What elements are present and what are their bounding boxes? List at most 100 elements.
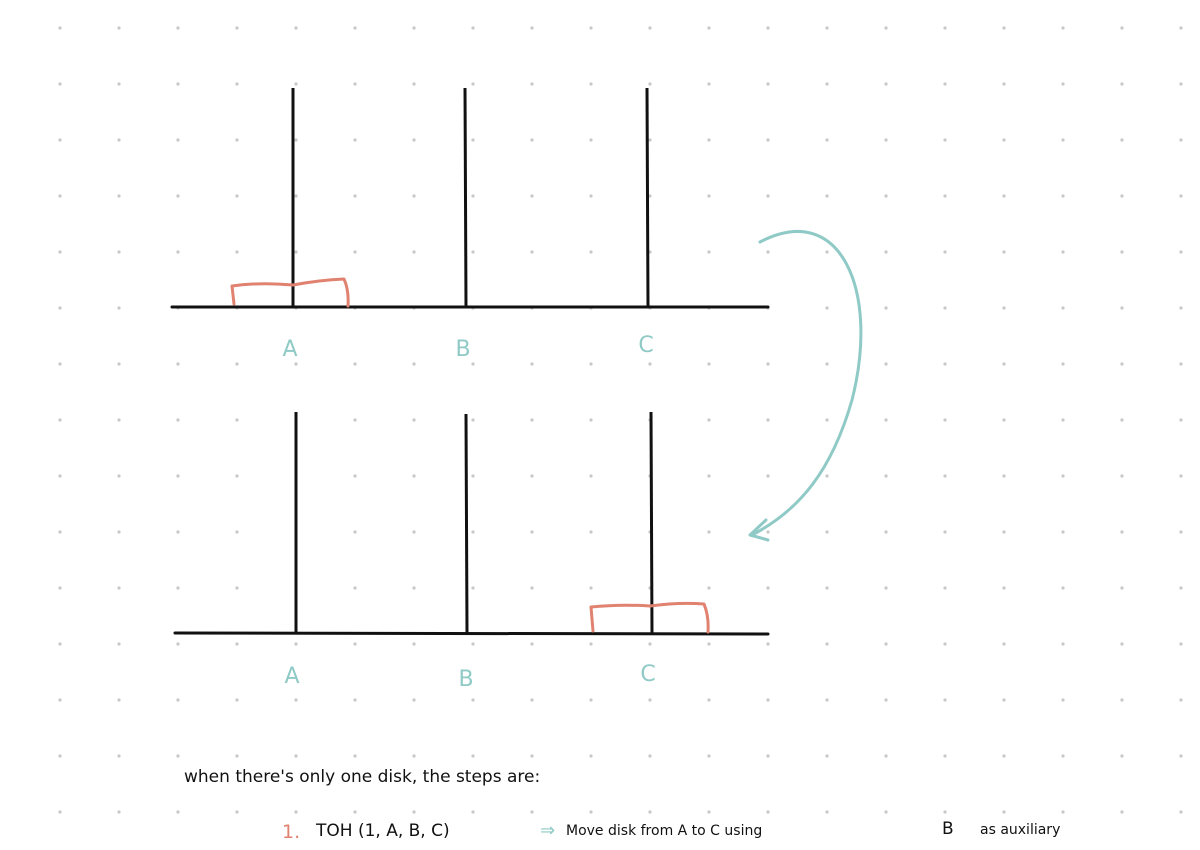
grid-dot: [235, 138, 239, 142]
grid-dot: [412, 26, 416, 30]
grid-dot: [176, 698, 180, 702]
grid-dot: [707, 698, 711, 702]
grid-dot: [707, 82, 711, 86]
step-call: TOH (1, A, B, C): [315, 821, 450, 841]
grid-dot: [176, 82, 180, 86]
grid-dot: [294, 194, 298, 198]
grid-dot: [825, 698, 829, 702]
grid-dot: [235, 26, 239, 30]
grid-dot: [1179, 138, 1183, 142]
grid-dot: [1061, 474, 1065, 478]
grid-dot: [353, 26, 357, 30]
grid-dot: [707, 26, 711, 30]
grid-dot: [707, 474, 711, 478]
grid-dot: [825, 810, 829, 814]
grid-dot: [1002, 642, 1006, 646]
peg-c-label: C: [638, 333, 653, 358]
grid-dot: [825, 250, 829, 254]
grid-dot: [1002, 82, 1006, 86]
grid-dot: [943, 306, 947, 310]
grid-dot: [117, 530, 121, 534]
grid-dot: [294, 362, 298, 366]
grid-dot: [1002, 306, 1006, 310]
grid-dot: [117, 138, 121, 142]
grid-dot: [58, 754, 62, 758]
grid-dot: [117, 754, 121, 758]
grid-dot: [117, 586, 121, 590]
grid-dot: [589, 754, 593, 758]
grid-dot: [353, 586, 357, 590]
grid-dot: [353, 82, 357, 86]
grid-dot: [884, 530, 888, 534]
grid-dot: [1061, 698, 1065, 702]
grid-dot: [1061, 82, 1065, 86]
grid-dot: [235, 82, 239, 86]
grid-dot: [766, 698, 770, 702]
grid-dot: [1002, 474, 1006, 478]
grid-dot: [176, 530, 180, 534]
grid-dot: [766, 26, 770, 30]
grid-dot: [294, 754, 298, 758]
grid-dot: [1002, 810, 1006, 814]
grid-dot: [589, 250, 593, 254]
grid-dot: [1002, 250, 1006, 254]
grid-dot: [412, 698, 416, 702]
grid-dot: [58, 586, 62, 590]
grid-dot: [589, 26, 593, 30]
grid-dot: [589, 362, 593, 366]
grid-dot: [1179, 82, 1183, 86]
grid-dot: [943, 754, 947, 758]
grid-dot: [648, 810, 652, 814]
grid-dot: [412, 138, 416, 142]
grid-dot: [58, 474, 62, 478]
disk: [589, 601, 710, 634]
grid-dot: [530, 194, 534, 198]
grid-dot: [58, 250, 62, 254]
grid-dot: [766, 642, 770, 646]
grid-dot: [235, 474, 239, 478]
grid-dot: [825, 26, 829, 30]
grid-dot: [1120, 754, 1124, 758]
peg-b-label: B: [458, 667, 473, 692]
grid-dot: [589, 138, 593, 142]
grid-dot: [176, 642, 180, 646]
grid-dot: [648, 194, 652, 198]
grid-dot: [353, 530, 357, 534]
peg-b-rod: [463, 87, 468, 308]
grid-dot: [1061, 362, 1065, 366]
grid-dot: [884, 194, 888, 198]
grid-dot: [943, 250, 947, 254]
grid-dot: [412, 194, 416, 198]
grid-dot: [943, 362, 947, 366]
grid-dot: [294, 642, 298, 646]
disk: [230, 277, 350, 308]
grid-dot: [1120, 530, 1124, 534]
grid-dot: [530, 642, 534, 646]
grid-dot: [176, 474, 180, 478]
grid-dot: [707, 138, 711, 142]
grid-dot: [1002, 194, 1006, 198]
grid-dot: [707, 754, 711, 758]
grid-dot: [471, 810, 475, 814]
grid-dot: [235, 418, 239, 422]
grid-dot: [884, 26, 888, 30]
grid-dot: [117, 642, 121, 646]
base-line: [173, 631, 770, 636]
grid-dot: [412, 810, 416, 814]
grid-dot: [943, 26, 947, 30]
grid-dot: [530, 138, 534, 142]
grid-dot: [1120, 306, 1124, 310]
grid-dot: [943, 810, 947, 814]
grid-dot: [471, 82, 475, 86]
grid-dot: [766, 810, 770, 814]
grid-dot: [412, 362, 416, 366]
grid-dot: [471, 754, 475, 758]
grid-dot: [353, 138, 357, 142]
grid-dot: [1120, 26, 1124, 30]
grid-dot: [412, 418, 416, 422]
grid-dot: [943, 586, 947, 590]
grid-dot: [58, 642, 62, 646]
grid-dot: [235, 250, 239, 254]
grid-dot: [235, 698, 239, 702]
grid-dot: [825, 138, 829, 142]
